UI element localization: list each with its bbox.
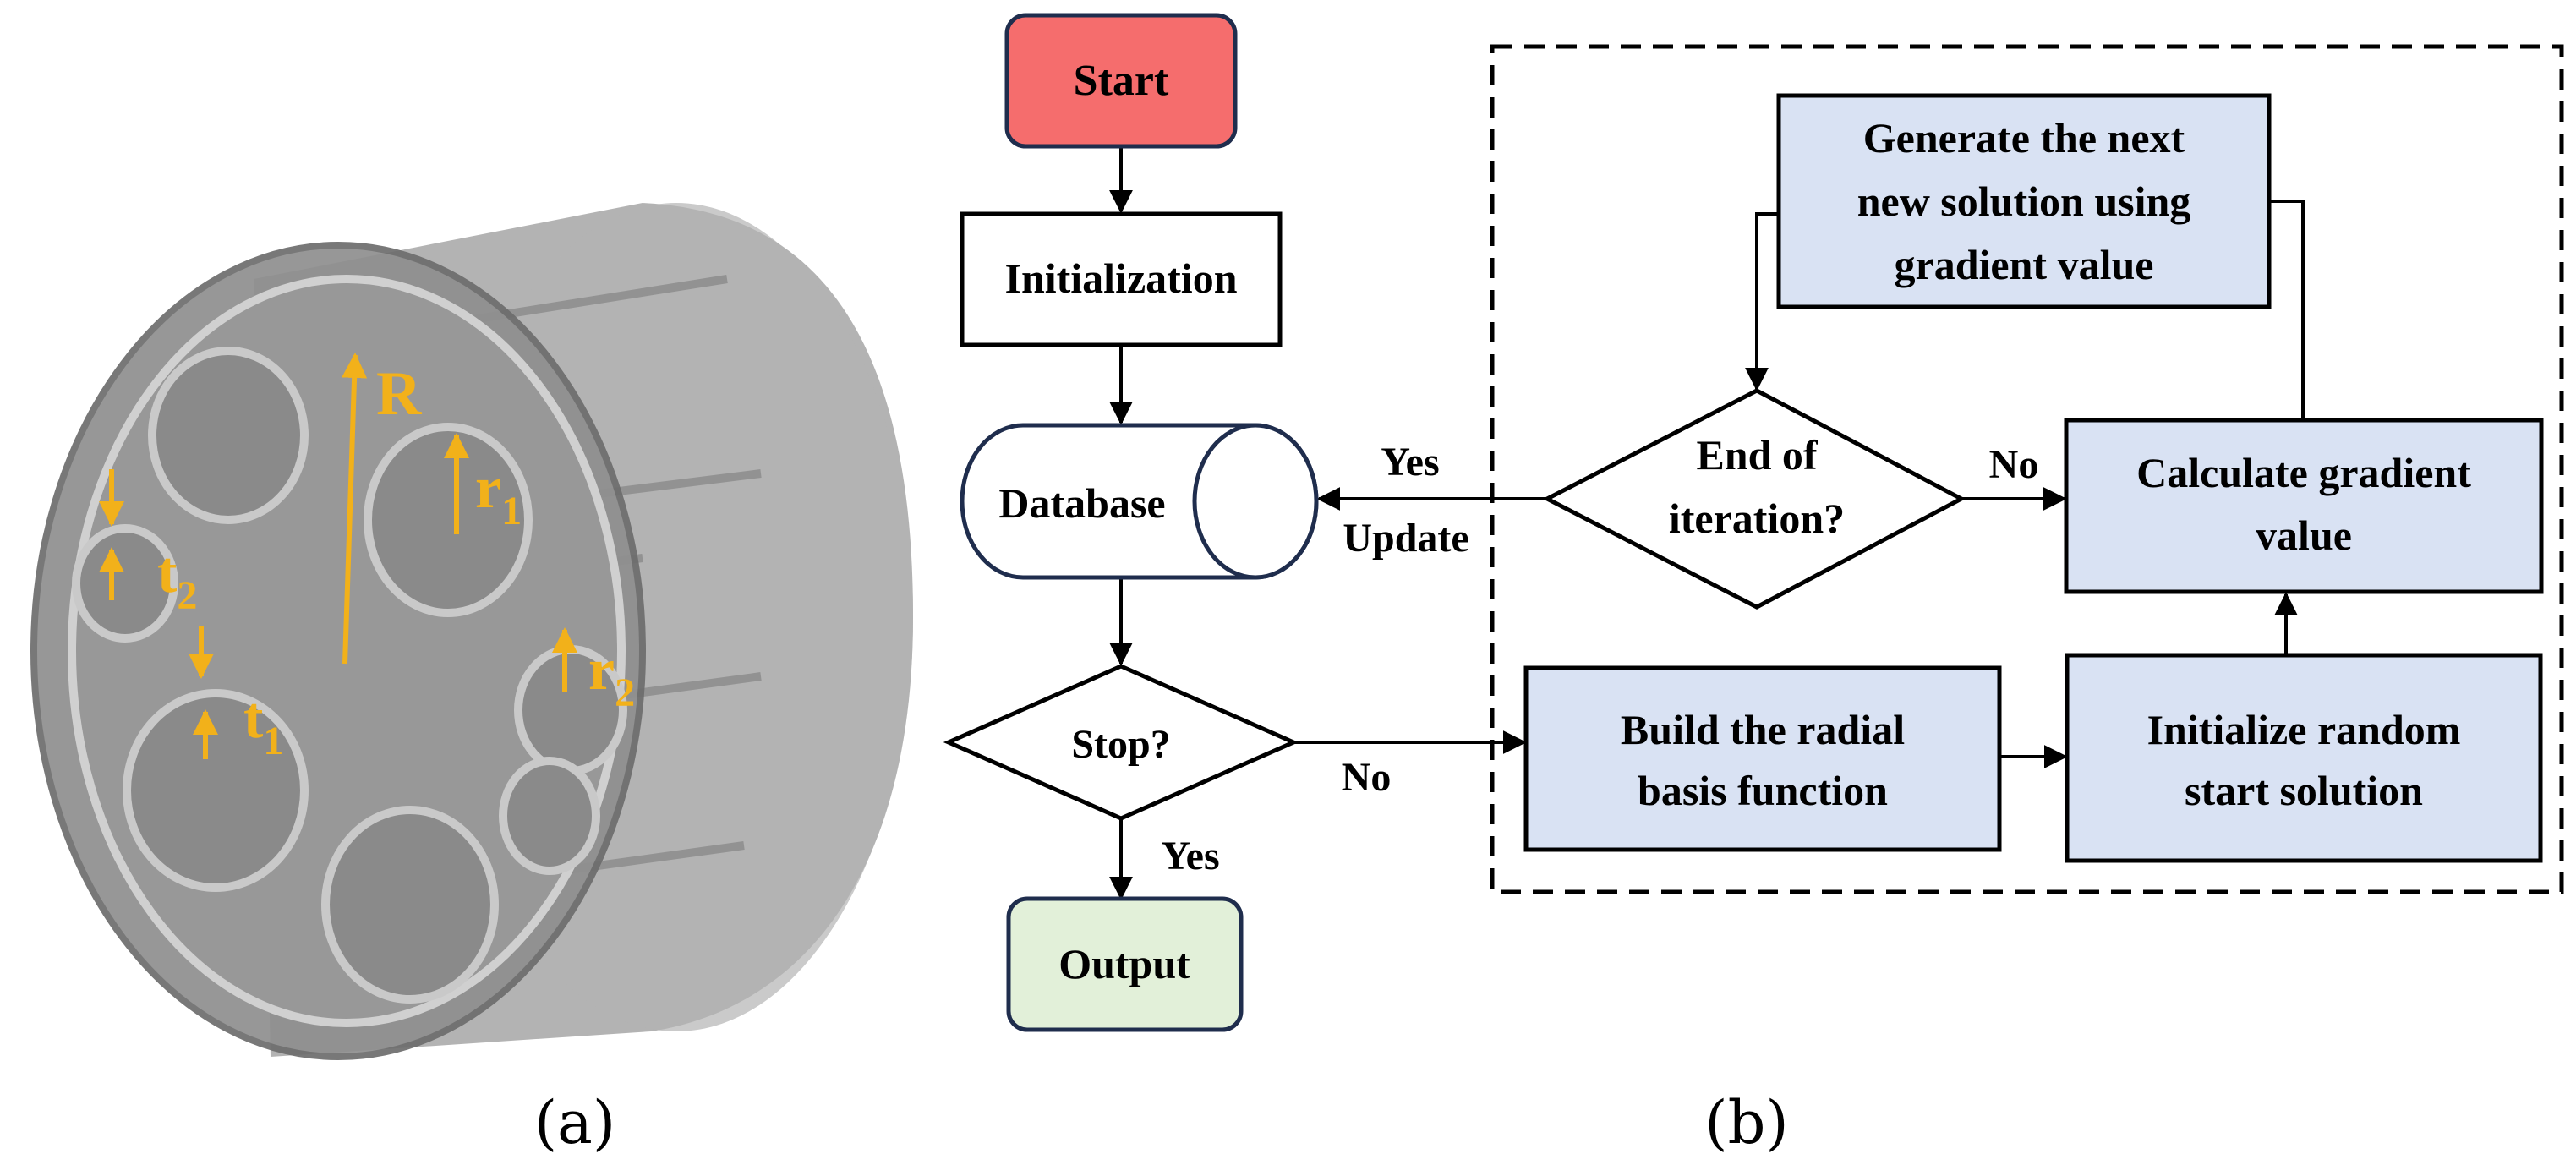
init-random-label-1: Initialize random [2147,706,2461,753]
label-t2-subscript: 2 [177,573,197,618]
tube-ring-bottom [321,806,499,1004]
end-iteration-label-2: iteration? [1669,495,1845,542]
calc-gradient-label-2: value [2256,511,2352,559]
output-label: Output [1058,940,1190,987]
initialization-label: Initialization [1004,254,1237,302]
generate-solution-node [1776,93,2272,309]
edge-label-no-stop: No [1342,755,1392,800]
edge-label-yes-database: Yes [1381,440,1439,484]
generate-solution-label-1: Generate the next [1863,114,2185,161]
tube-ring-small [499,757,600,875]
stop-label: Stop? [1071,722,1170,767]
build-rbf-label-2: basis function [1638,767,1888,814]
optimization-loop-boundary [1490,44,2564,894]
init-random-label-2: start solution [2185,767,2423,814]
initialization-node [960,211,1283,347]
tube-ring-top [148,347,309,524]
label-t1: t1 [243,686,283,763]
dimension-arrows [99,353,577,759]
label-r2-subscript: 2 [615,670,635,715]
database-label: Database [998,479,1165,527]
calc-gradient-label-1: Calculate gradient [2136,449,2471,496]
start-node [1004,13,1238,149]
init-random-node [2065,653,2543,863]
connectors [1109,146,2305,900]
label-r2: r2 [588,637,635,715]
start-label: Start [1074,57,1169,105]
panel-b-flowchart: Start Initialization Database Stop? Outp… [943,13,2564,1032]
label-t1-subscript: 1 [263,719,283,763]
label-t2: t2 [157,540,197,618]
edge-label-no-gradient: No [1989,442,2039,487]
tube-rings [72,347,627,1004]
label-r1: r1 [475,456,522,533]
end-iteration-label-1: End of [1696,431,1818,479]
panel-a-illustration: R r1 t2 t1 r2 [30,203,913,1060]
label-R: R [376,359,423,429]
caption-a: (a) [534,1088,615,1157]
end-iteration-decision [1542,388,1966,610]
calc-gradient-node [2064,418,2544,594]
edge-label-update: Update [1343,516,1468,561]
generate-solution-label-3: gradient value [1895,241,2154,288]
build-rbf-node [1523,665,2002,852]
tube-ring-t1 [123,689,309,892]
label-r1-subscript: 1 [501,489,522,533]
output-node [1006,896,1244,1032]
caption-b: (b) [1704,1088,1788,1157]
database-end-cap [1192,423,1319,580]
tube-ring-r1 [364,423,533,617]
generate-solution-label-2: new solution using [1857,178,2191,225]
edge-label-yes-output: Yes [1161,834,1219,878]
build-rbf-label-1: Build the radial [1621,706,1905,753]
stop-decision [943,664,1299,821]
